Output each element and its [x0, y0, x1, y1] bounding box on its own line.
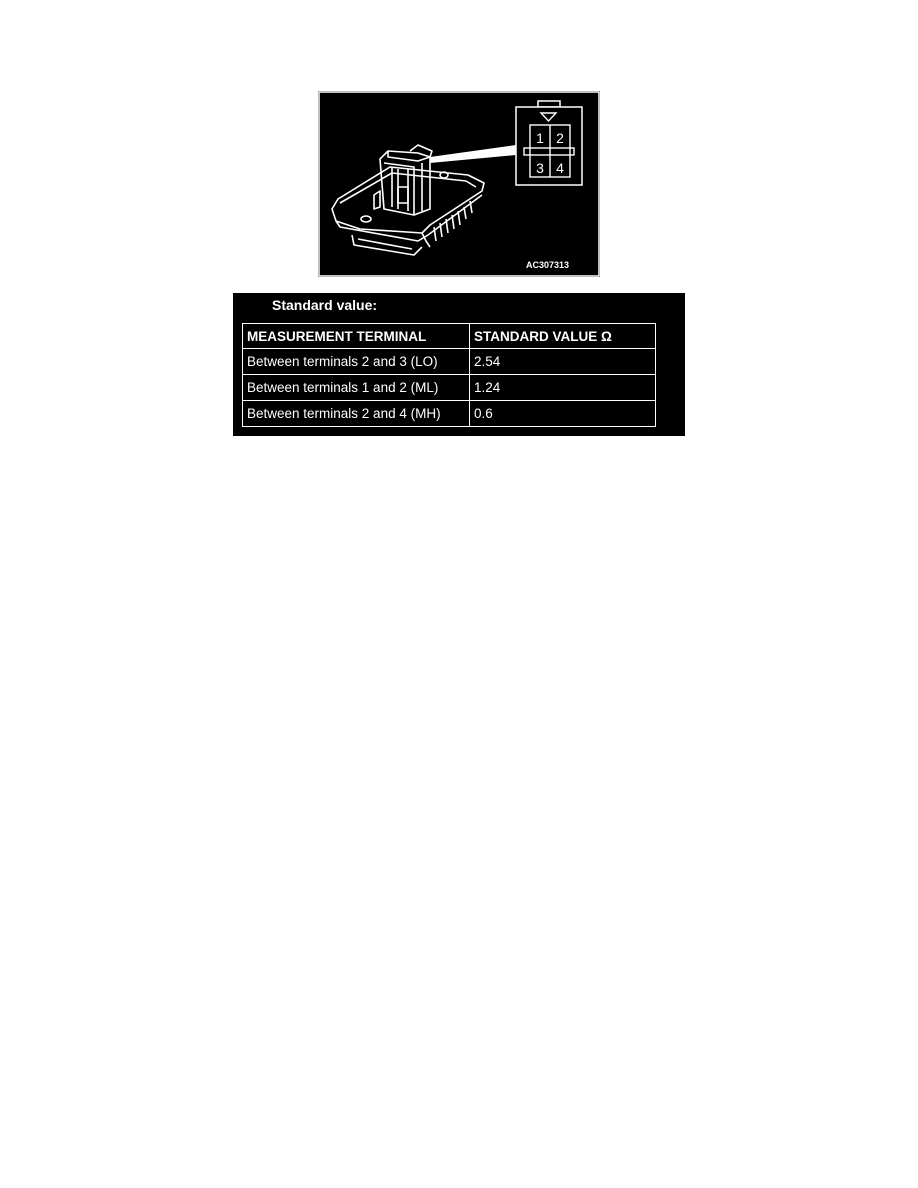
standard-value-table: MEASUREMENT TERMINAL STANDARD VALUE Ω Be…	[242, 323, 656, 427]
table-row: Between terminals 2 and 4 (MH) 0.6	[242, 400, 656, 427]
resistor-body-drawing	[331, 144, 485, 256]
terminal-cell: Between terminals 2 and 3 (LO)	[242, 348, 470, 375]
key-triangle-icon	[539, 112, 558, 123]
terminal-cell: Between terminals 2 and 4 (MH)	[242, 400, 470, 427]
resistor-connector-figure: 1 2 3 4 AC307313	[318, 91, 600, 277]
pin-label: 3	[536, 160, 544, 176]
value-cell: 2.54	[469, 348, 656, 375]
column-header-standard-value: STANDARD VALUE Ω	[469, 323, 656, 349]
value-cell: 0.6	[469, 400, 656, 427]
pin-diagram: 1 2 3 4	[515, 100, 583, 186]
pin-label: 4	[556, 160, 564, 176]
column-header-measurement-terminal: MEASUREMENT TERMINAL	[242, 323, 470, 349]
standard-value-heading: Standard value:	[272, 297, 378, 313]
table-row: Between terminals 2 and 3 (LO) 2.54	[242, 348, 656, 375]
value-cell: 1.24	[469, 374, 656, 401]
connector-illustration: 1 2 3 4 AC307313	[318, 91, 600, 277]
standard-value-panel: Standard value: MEASUREMENT TERMINAL STA…	[233, 293, 685, 436]
table-header-row: MEASUREMENT TERMINAL STANDARD VALUE Ω	[242, 323, 656, 349]
terminal-cell: Between terminals 1 and 2 (ML)	[242, 374, 470, 401]
pin-label: 2	[556, 130, 564, 146]
figure-id: AC307313	[526, 260, 569, 270]
table-row: Between terminals 1 and 2 (ML) 1.24	[242, 374, 656, 401]
callout-leader	[430, 145, 516, 163]
pin-label: 1	[536, 130, 544, 146]
